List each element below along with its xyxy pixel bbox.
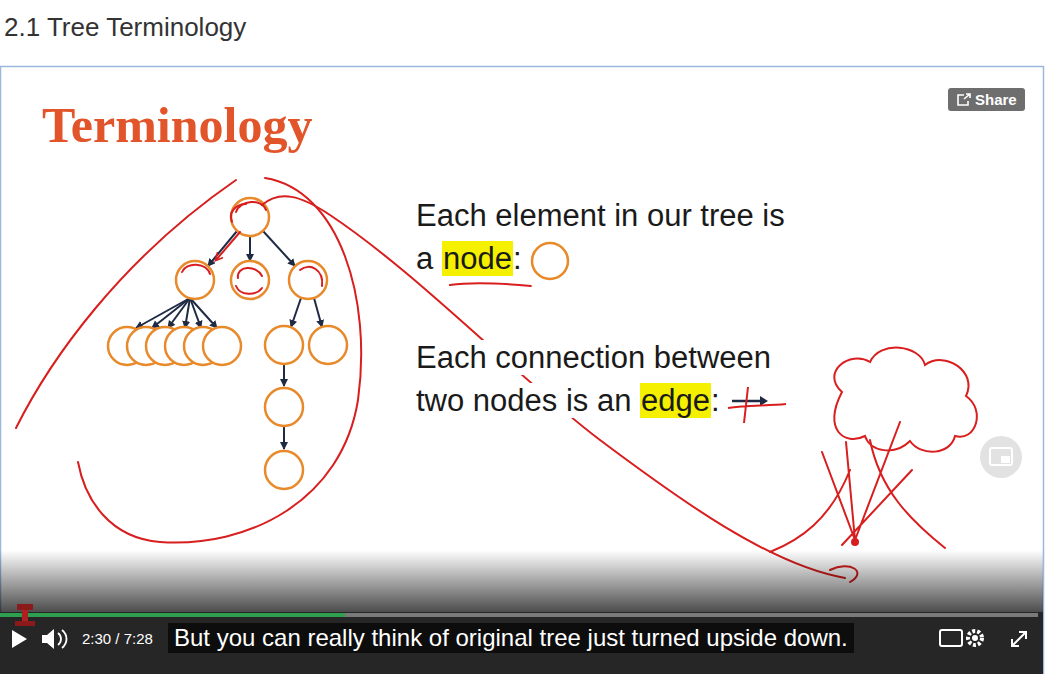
volume-icon	[58, 630, 67, 648]
tree-node	[309, 326, 347, 364]
node-text: But you can really think of original tre…	[174, 624, 848, 651]
node-sample	[532, 243, 568, 279]
subtitle-box: But you can really think of original tre…	[168, 623, 854, 653]
settings-icon	[972, 635, 978, 641]
pip-glyph	[990, 448, 1012, 465]
red-scribble	[236, 202, 266, 212]
share-icon	[958, 94, 970, 105]
red-annotations	[16, 178, 977, 582]
tree-edge	[190, 298, 201, 328]
red-arrow	[216, 232, 240, 260]
tree-node	[289, 261, 327, 299]
tree-node	[231, 261, 269, 299]
time-display: 2:30 / 7:28	[82, 630, 153, 647]
play-icon	[12, 630, 27, 648]
red-scribble	[182, 265, 210, 274]
punctuation: :	[711, 383, 720, 418]
red-scribble	[231, 204, 246, 222]
red-scribble	[236, 268, 262, 294]
slide-title-block: Terminology	[42, 98, 312, 153]
tree-edge	[168, 298, 190, 328]
node-text: Share	[975, 91, 1017, 108]
slide-title: Terminology	[42, 97, 312, 153]
tree-node	[176, 261, 214, 299]
captions-icon	[940, 630, 962, 646]
bar-gradient	[0, 550, 1043, 612]
tree-edge	[190, 298, 217, 328]
pip-glyph	[1001, 456, 1010, 463]
red-scribble	[728, 387, 786, 423]
red-loop	[78, 178, 361, 543]
time-code: 2:30 / 7:28	[82, 630, 153, 647]
red-loop	[16, 180, 236, 428]
definition-paragraph: Each element in our tree is anode:	[416, 194, 801, 281]
pip-icon	[980, 436, 1022, 478]
tree-edge	[208, 231, 237, 266]
control-bar	[0, 550, 1043, 674]
tree-node	[203, 327, 241, 365]
red-curve	[262, 196, 845, 578]
tree-edges	[136, 231, 322, 449]
progress-played	[0, 613, 345, 617]
page-heading: 2.1 Tree Terminology	[4, 12, 246, 43]
highlighted-term: edge	[640, 383, 711, 418]
drawn-tree-trunk	[770, 422, 945, 552]
red-dot	[852, 539, 858, 545]
share-icon	[956, 93, 972, 107]
tree-edge	[291, 298, 301, 327]
settings-icon	[968, 631, 982, 645]
tree-edge	[314, 298, 322, 327]
text-annotations	[450, 283, 531, 286]
marker-icon	[17, 604, 33, 610]
highlighted-term: node	[442, 241, 513, 276]
tree-node	[265, 326, 303, 364]
definition-paragraph: Each connection between two nodes is ane…	[416, 336, 801, 425]
tree-node	[265, 388, 303, 426]
video-frame	[1, 67, 1044, 674]
marker-icon	[15, 621, 35, 626]
tree-edge	[185, 298, 190, 328]
bar-ground	[0, 612, 1043, 674]
tree-edge	[136, 298, 190, 328]
tree-edge	[263, 231, 295, 266]
pip-button	[980, 436, 1022, 478]
tree-nodes	[108, 198, 347, 489]
drawn-tree-crown	[834, 348, 977, 452]
tree-edge	[249, 236, 251, 261]
edge-sample	[726, 381, 790, 425]
node-sample	[528, 241, 572, 281]
red-scribble	[300, 267, 322, 286]
tree-node	[265, 451, 303, 489]
volume-icon	[42, 629, 54, 649]
fullscreen-icon	[1012, 632, 1026, 646]
tree-edge	[283, 426, 285, 449]
red-underline	[450, 283, 531, 286]
share-button: Share	[948, 88, 1025, 111]
tree-edge	[283, 364, 285, 386]
progress-track	[0, 613, 1038, 617]
marker-icon	[22, 610, 28, 622]
punctuation: :	[513, 241, 522, 276]
tree-edge	[152, 298, 190, 328]
